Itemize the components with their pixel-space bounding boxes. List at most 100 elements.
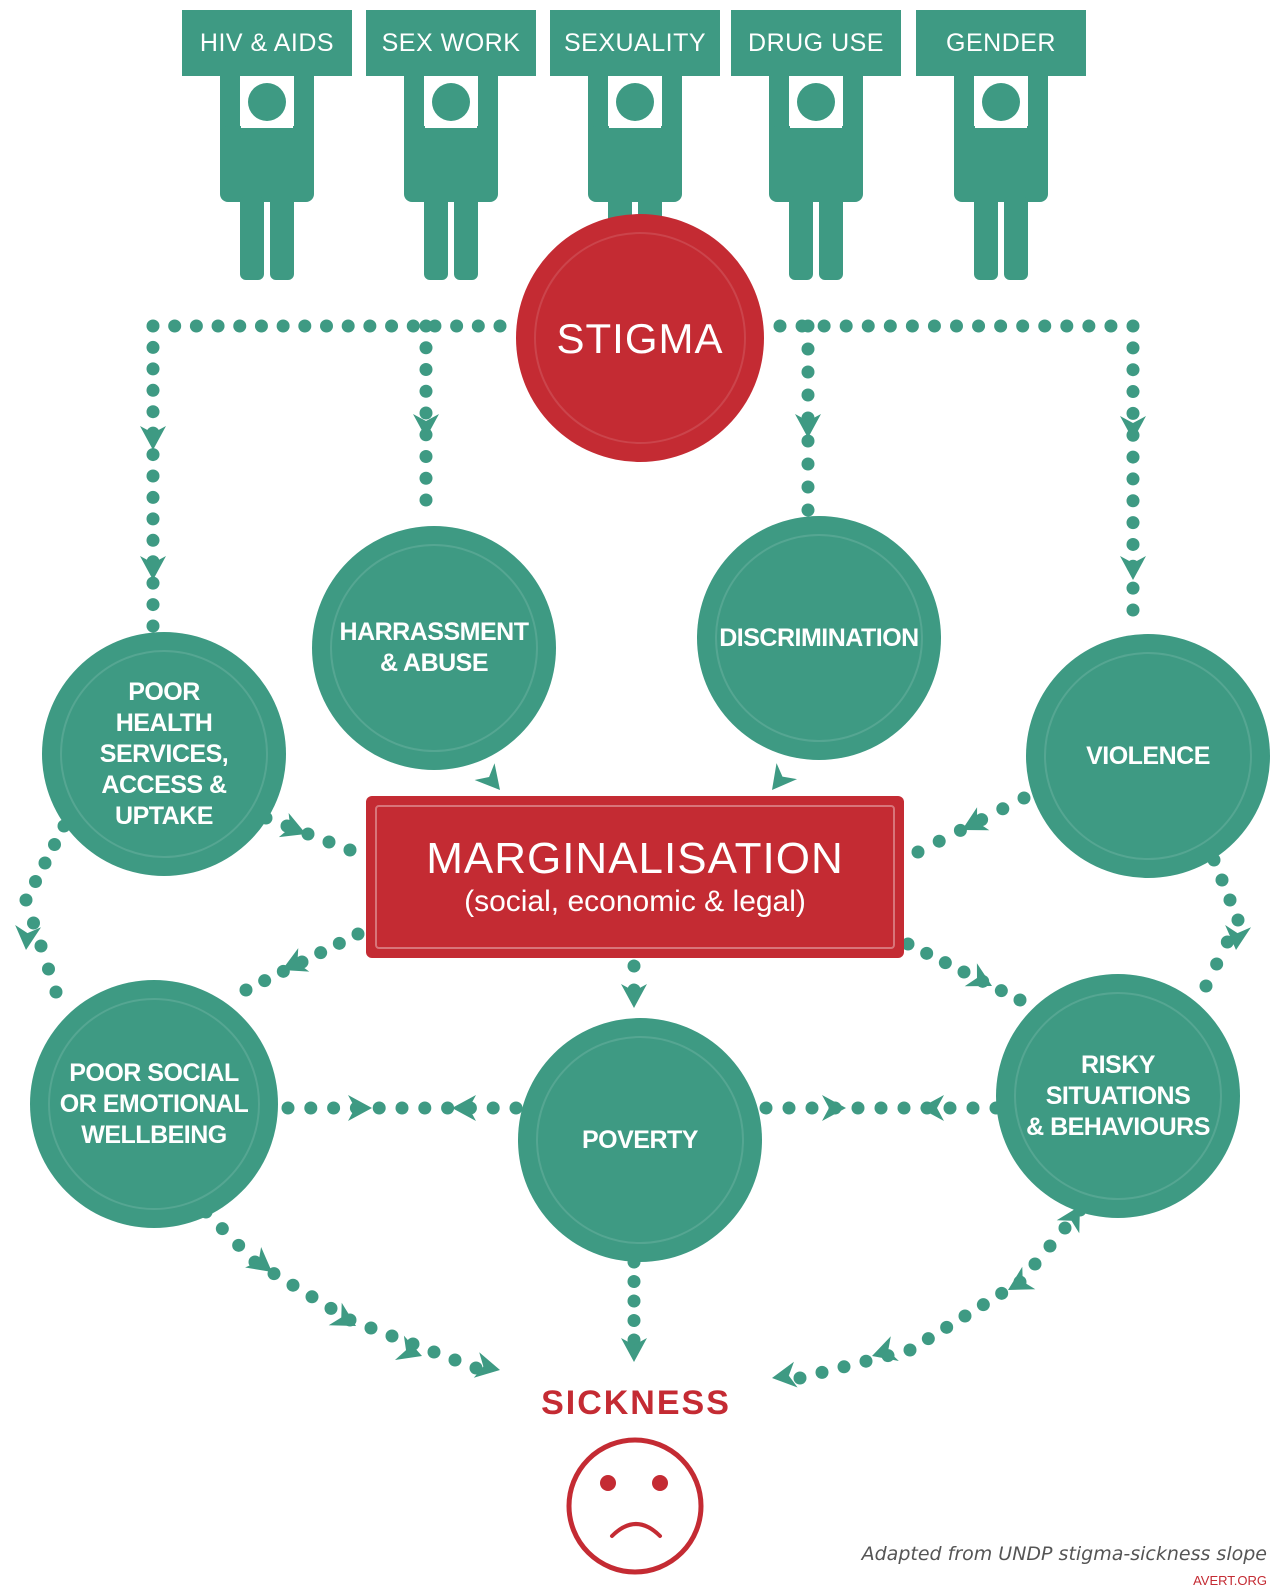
arrowhead-shape <box>962 807 990 831</box>
connector-dot <box>48 838 61 851</box>
connector-dot <box>897 1101 911 1115</box>
poverty-node: POVERTY <box>518 1018 762 1262</box>
risky-label: RISKY SITUATIONS & BEHAVIOURS <box>1026 1050 1210 1141</box>
arrowhead-icon <box>1008 1266 1036 1290</box>
poor-social-label: POOR SOCIAL OR EMOTIONAL WELLBEING <box>59 1058 249 1149</box>
connector-dot <box>953 823 967 837</box>
face-eye-left <box>600 1475 616 1491</box>
connector-dot <box>801 342 815 356</box>
connector-dot <box>957 965 971 979</box>
connector-dot <box>215 1222 229 1236</box>
arrowhead-icon <box>621 984 647 1008</box>
marginalisation-box: MARGINALISATION (social, economic & lega… <box>366 796 904 958</box>
connector-dot <box>324 1301 338 1315</box>
sign-drug-use: DRUG USE <box>731 10 901 76</box>
arrowhead-icon <box>245 1246 272 1272</box>
arrowhead-shape <box>1120 556 1146 580</box>
figure-leg-right <box>454 196 478 280</box>
connector-dot <box>298 319 312 333</box>
arrowhead-icon <box>772 763 798 790</box>
connector-dot <box>1017 791 1031 805</box>
connector-dot <box>627 1294 641 1308</box>
connector-dot <box>146 469 160 483</box>
violence-label: VIOLENCE <box>1086 741 1210 770</box>
figure-torso <box>954 126 1048 202</box>
poor-social-node: POOR SOCIAL OR EMOTIONAL WELLBEING <box>30 980 278 1228</box>
figure-leg-left <box>789 196 813 280</box>
arrowhead-shape <box>15 924 42 950</box>
connector-dot <box>146 490 160 504</box>
connector-dot <box>817 319 831 333</box>
arrowhead-icon <box>278 812 306 838</box>
connector-dot <box>233 319 247 333</box>
connector-dot <box>903 1343 917 1357</box>
brand-mark: AVERT.ORG <box>1193 1573 1267 1588</box>
connector-dot <box>874 1101 888 1115</box>
face-eye-right <box>652 1475 668 1491</box>
figure-torso <box>220 126 314 202</box>
risky-node: RISKY SITUATIONS & BEHAVIOURS <box>996 974 1240 1218</box>
arrowhead-icon <box>1056 1206 1080 1234</box>
connector-dot <box>1126 581 1140 595</box>
connector-dot <box>232 1238 246 1252</box>
connector-dot <box>1043 1239 1057 1253</box>
connector-dot <box>286 1278 300 1292</box>
connector-dot <box>406 319 420 333</box>
connector-dot <box>428 319 442 333</box>
marginalisation-title: MARGINALISATION <box>426 834 844 883</box>
figure-torso <box>404 126 498 202</box>
connector-dot <box>146 362 160 376</box>
connector-dot <box>1215 873 1229 887</box>
connector-dot <box>276 319 290 333</box>
arrowhead-icon <box>1225 924 1252 950</box>
connector-dot <box>146 405 160 419</box>
connector-dot <box>419 341 433 355</box>
arrowhead-icon <box>964 963 992 987</box>
connector-dot <box>996 802 1010 816</box>
harassment-label: HARRASSMENT & ABUSE <box>339 618 529 677</box>
connector-dot <box>994 319 1008 333</box>
connector-dot <box>801 365 815 379</box>
face-mouth <box>610 1522 662 1538</box>
connector-dot <box>801 388 815 402</box>
arrowhead-shape <box>1008 1266 1036 1290</box>
poor-health-label: POOR HEALTH SERVICES, ACCESS & UPTAKE <box>99 677 229 830</box>
connector-dot <box>1104 319 1118 333</box>
arrowhead-shape <box>964 963 992 987</box>
arrowhead-shape <box>328 1302 356 1326</box>
discrimination-label: DISCRIMINATION <box>719 623 919 652</box>
arrowhead-icon <box>473 1352 500 1378</box>
connector-dot <box>801 319 815 333</box>
arrowhead-shape <box>621 984 647 1008</box>
stigma-label: STIGMA <box>556 314 724 362</box>
connector-dot <box>471 319 485 333</box>
figure-leg-left <box>240 196 264 280</box>
connector-dot <box>320 319 333 333</box>
connector-dot <box>327 1101 341 1115</box>
connector-dot <box>34 939 48 953</box>
arrowhead-shape <box>621 1338 647 1362</box>
connector-dot <box>19 893 33 907</box>
connector-dot <box>627 1275 641 1288</box>
arrowhead-shape <box>245 1246 272 1272</box>
connector-dot <box>932 834 946 848</box>
connector-dot <box>427 1345 441 1359</box>
figure-head <box>616 83 654 121</box>
sign-sexuality: SEXUALITY <box>550 10 720 76</box>
arrowhead-shape <box>872 1336 899 1361</box>
connector-dot <box>940 1320 954 1334</box>
connector-dot <box>385 319 399 333</box>
connector-dot <box>419 319 433 333</box>
connector-dot <box>42 962 55 976</box>
connector-dot <box>921 1332 935 1346</box>
figure-leg-left <box>974 196 998 280</box>
arrowhead-shape <box>920 1095 944 1121</box>
violence-node: VIOLENCE <box>1026 634 1270 878</box>
connector-dot <box>1210 957 1224 971</box>
connector-dot <box>801 503 815 517</box>
connector-dot <box>301 827 315 841</box>
connector-dot <box>1220 935 1234 949</box>
connector-dot <box>1199 979 1213 993</box>
connector-dot <box>1060 319 1074 333</box>
